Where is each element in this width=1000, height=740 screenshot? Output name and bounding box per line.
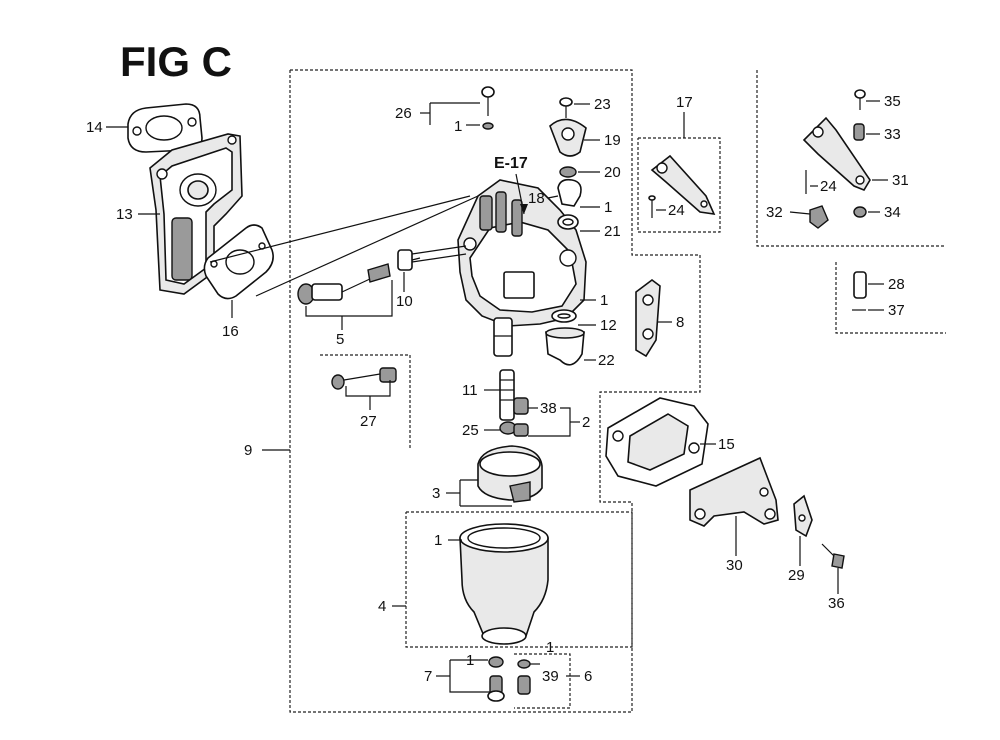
label-32: 32 <box>766 204 783 221</box>
group-boxes <box>289 69 946 713</box>
label-29: 29 <box>788 567 805 584</box>
label-1-d: 1 <box>434 532 442 549</box>
carburetor-body <box>411 179 587 357</box>
label-7: 7 <box>424 668 432 685</box>
label-19: 19 <box>604 132 621 149</box>
label-13: 13 <box>116 206 133 223</box>
label-30: 30 <box>726 557 743 574</box>
label-26: 26 <box>395 105 412 122</box>
part-38-nut <box>513 397 529 437</box>
part-17-lever <box>648 154 716 218</box>
label-1-c: 1 <box>600 292 608 309</box>
label-3: 3 <box>432 485 440 502</box>
part-21-oring <box>557 214 579 230</box>
part-4-float-chamber <box>459 523 549 645</box>
label-20: 20 <box>604 164 621 181</box>
label-36: 36 <box>828 595 845 612</box>
label-31: 31 <box>892 172 909 189</box>
label-37: 37 <box>888 302 905 319</box>
label-8: 8 <box>676 314 684 331</box>
figure-title: FIG C <box>120 38 232 85</box>
part-10-screw <box>397 249 421 271</box>
part-36-bolt <box>821 543 845 569</box>
label-39: 39 <box>542 668 559 685</box>
label-4: 4 <box>378 598 386 615</box>
label-22: 22 <box>598 352 615 369</box>
part-32-knob <box>809 205 829 229</box>
part-33-collar <box>853 123 865 141</box>
part-6-drain-screw <box>517 659 531 695</box>
label-11: 11 <box>462 382 478 399</box>
label-28: 28 <box>888 276 905 293</box>
label-5: 5 <box>336 331 344 348</box>
label-10: 10 <box>396 293 413 310</box>
part-23-screw <box>559 97 573 118</box>
part-14-gasket <box>127 103 203 153</box>
label-12: 12 <box>600 317 617 334</box>
part-11-needle <box>499 369 515 421</box>
label-38: 38 <box>540 400 557 417</box>
part-labels: E-17 14 13 16 26 1 23 19 20 18 1 21 17 2… <box>86 93 909 685</box>
label-34: 34 <box>884 204 901 221</box>
part-29-clip <box>793 494 813 538</box>
reference-e17: E-17 <box>494 155 528 172</box>
label-24-a: 24 <box>668 202 685 219</box>
part-18-valve <box>557 178 582 207</box>
part-31-lever <box>802 116 871 191</box>
label-1-b: 1 <box>604 199 612 216</box>
part-13-bracket <box>149 133 243 295</box>
part-15-gasket <box>605 397 709 487</box>
part-20-washer <box>559 166 577 178</box>
label-2: 2 <box>582 414 590 431</box>
part-27-screw <box>331 367 397 390</box>
part-30-bracket <box>689 456 779 527</box>
label-1-a: 1 <box>454 118 462 135</box>
leader-lines <box>106 100 888 693</box>
label-35: 35 <box>884 93 901 110</box>
label-6: 6 <box>584 668 592 685</box>
part-7-bolt <box>487 656 505 702</box>
label-9: 9 <box>244 442 252 459</box>
label-15: 15 <box>718 436 735 453</box>
part-8-float <box>635 279 661 358</box>
label-1-f: 1 <box>546 639 554 656</box>
label-33: 33 <box>884 126 901 143</box>
label-18: 18 <box>528 190 545 207</box>
part-5-screw <box>297 263 391 305</box>
label-16: 16 <box>222 323 239 340</box>
part-28-sleeve <box>853 271 867 299</box>
part-12-oring <box>551 309 577 323</box>
part-35-screw <box>854 89 866 110</box>
label-17: 17 <box>676 94 693 111</box>
label-27: 27 <box>360 413 377 430</box>
label-14: 14 <box>86 119 103 136</box>
label-21: 21 <box>604 223 621 240</box>
part-34-nut <box>853 206 867 218</box>
label-23: 23 <box>594 96 611 113</box>
part-3-float <box>477 445 543 503</box>
part-19-plate <box>549 118 587 157</box>
label-1-e: 1 <box>466 652 474 669</box>
part-22-jet <box>545 327 585 366</box>
part-26-screw <box>481 86 495 130</box>
label-25: 25 <box>462 422 479 439</box>
label-24-b: 24 <box>820 178 837 195</box>
